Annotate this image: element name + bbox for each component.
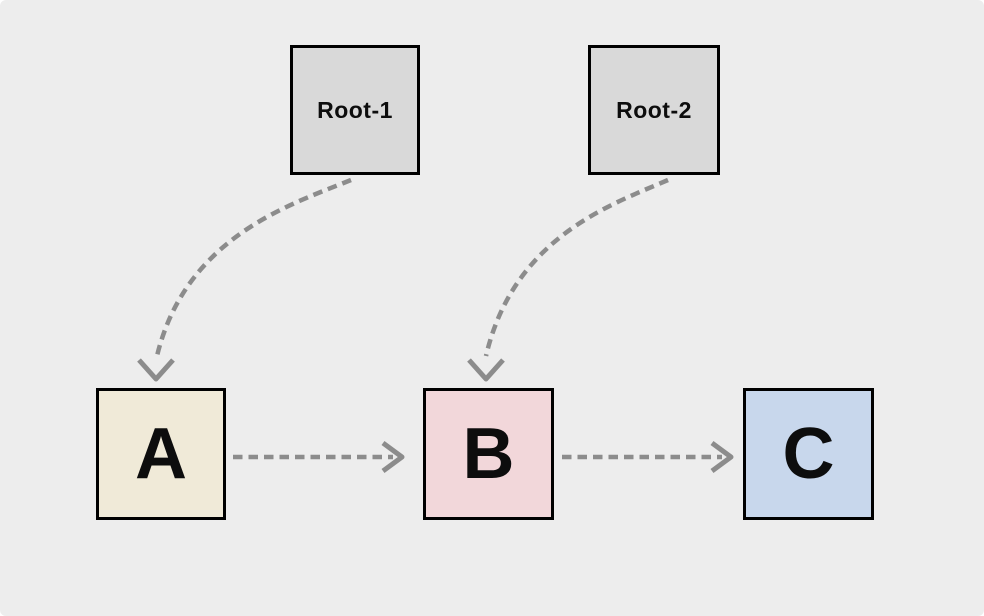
edge-root2-to-b: [483, 177, 669, 357]
arrowhead-a-to-b-icon: [381, 440, 405, 474]
edge-root1-to-a: [154, 177, 352, 357]
node-root-1: Root-1: [290, 45, 420, 175]
node-b-label: B: [462, 414, 515, 494]
arrowhead-root1-to-a-icon: [137, 358, 175, 382]
node-c-label: C: [782, 414, 835, 494]
node-a: A: [96, 388, 226, 520]
node-b: B: [423, 388, 554, 520]
node-c: C: [743, 388, 874, 520]
arrowhead-root2-to-b-icon: [467, 358, 505, 382]
node-root-2: Root-2: [588, 45, 720, 175]
arrowhead-b-to-c-icon: [710, 440, 734, 474]
node-root-2-label: Root-2: [616, 96, 692, 123]
node-root-1-label: Root-1: [317, 96, 393, 123]
node-a-label: A: [135, 414, 187, 494]
